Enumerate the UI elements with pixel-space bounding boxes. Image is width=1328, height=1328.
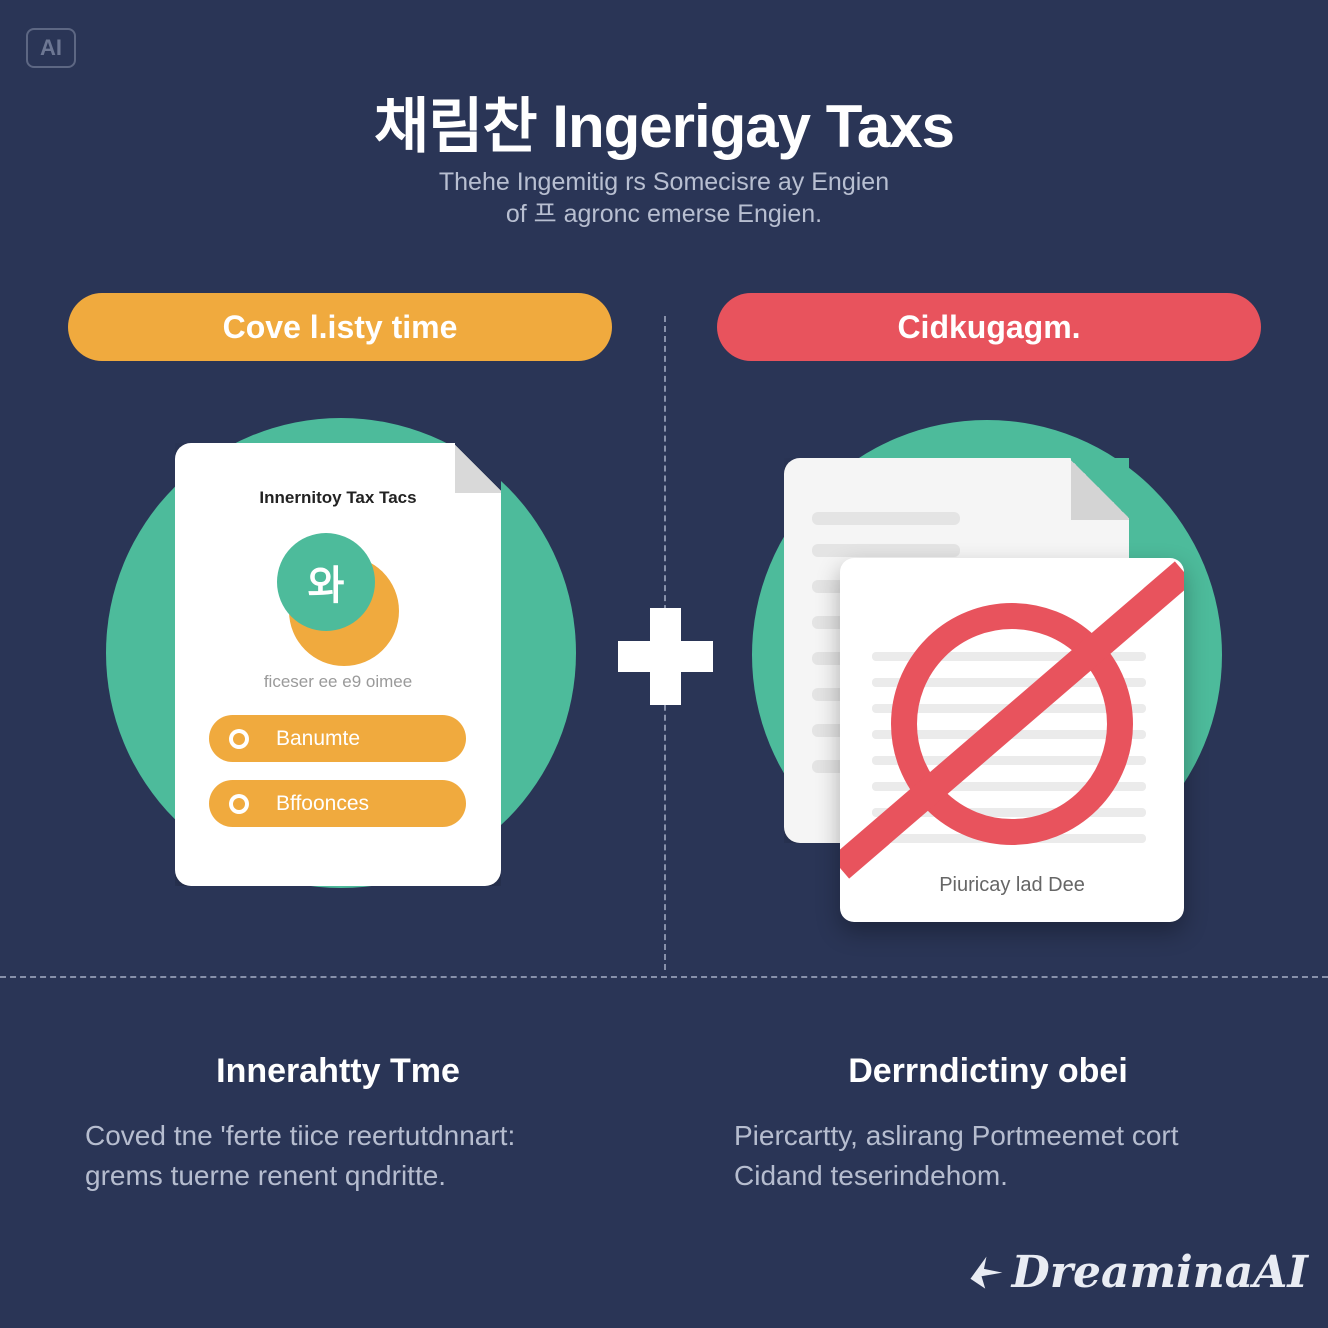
page-subtitle: Thehe Ingemitig rs Somecisre ay Engien o…: [0, 166, 1328, 230]
body-line-1: Piercartty, aslirang Portmeemet cort: [734, 1120, 1179, 1151]
option-label: Banumte: [276, 726, 361, 750]
option-label: Bffoonces: [276, 791, 370, 815]
page-fold-icon: [455, 443, 501, 493]
prohibited-document: Piuricay lad Dee: [840, 558, 1184, 922]
text-line: [872, 782, 1146, 791]
subtitle-line-2: of 프 agronc emerse Engien.: [505, 200, 823, 228]
tax-document-card: Innernitoy Tax Tacs 와 ficeser ee e9 oime…: [175, 443, 501, 886]
text-line: [872, 652, 1146, 661]
radio-dot-icon: [229, 794, 249, 814]
document-title: Innernitoy Tax Tacs: [259, 488, 417, 507]
text-line: [872, 756, 1146, 765]
text-line: [872, 808, 1146, 817]
subtitle-line-1: Thehe Ingemitig rs Somecisre ay Engien: [438, 168, 890, 196]
page-fold-icon: [1071, 458, 1129, 520]
left-section-title: Innerahtty Tme: [216, 1052, 460, 1090]
text-line: [812, 512, 960, 525]
option-pill-2: Bffoonces: [209, 780, 466, 827]
document-caption: ficeser ee e9 oimee: [263, 672, 413, 691]
body-line-2: grems tuerne renent qndritte.: [85, 1160, 447, 1191]
left-pill-label: Cove l.isty time: [68, 293, 612, 361]
body-line-2: Cidand teserindehom.: [734, 1160, 1008, 1191]
paper-plane-icon: [970, 1256, 1003, 1289]
prohibited-icon: [840, 561, 1184, 879]
horizontal-divider: [0, 976, 1328, 978]
radio-dot-icon: [229, 729, 249, 749]
right-pill-label: Cidkugagm.: [717, 293, 1261, 361]
ai-badge: AI: [26, 28, 76, 68]
text-line: [872, 678, 1146, 687]
korean-glyph-badge: 와: [277, 533, 375, 631]
right-section-body: Piercartty, aslirang Portmeemet cort Cid…: [734, 1116, 1274, 1196]
body-line-1: Coved tne 'ferte tiice reertutdnnart:: [85, 1120, 516, 1151]
left-section-body: Coved tne 'ferte tiice reertutdnnart: gr…: [85, 1116, 625, 1196]
watermark: DreaminaAI: [968, 1240, 1308, 1304]
plus-icon: [618, 608, 713, 705]
watermark-text: DreaminaAI: [1011, 1246, 1308, 1298]
right-section-title: Derrndictiny obei: [848, 1052, 1128, 1090]
text-line: [812, 544, 960, 557]
document-caption: Piuricay lad Dee: [939, 874, 1085, 896]
page-title: 채림찬 Ingerigay Taxs: [374, 93, 955, 160]
option-pill-1: Banumte: [209, 715, 466, 762]
